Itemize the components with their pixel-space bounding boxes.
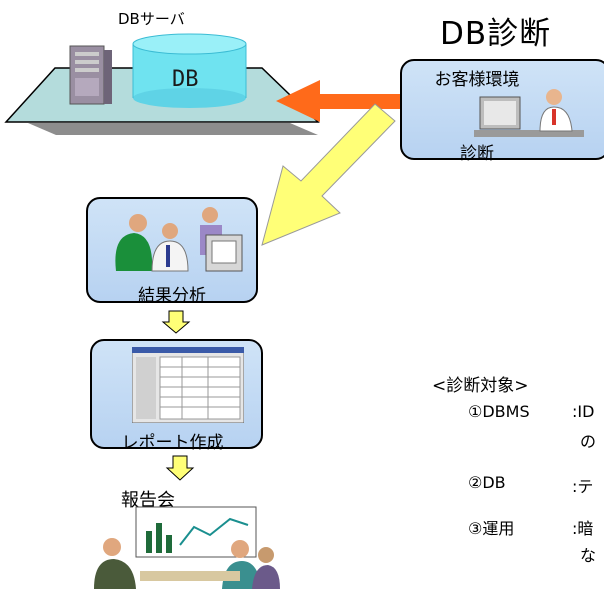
down-arrow-1 xyxy=(161,310,191,334)
report-document-illustration xyxy=(132,347,244,423)
target-1-desc-continuation: の xyxy=(580,432,597,451)
meeting-label: 報告会 xyxy=(121,490,175,511)
target-3-desc-continuation: な xyxy=(580,546,597,565)
db-server-label: DBサーバ xyxy=(118,10,185,28)
result-analysis-label: 結果分析 xyxy=(138,286,206,306)
diagnosis-targets-heading: <診断対象> xyxy=(432,376,529,396)
team-meeting-illustration xyxy=(115,207,243,272)
report-creation-box: レポート作成 xyxy=(90,339,263,453)
result-analysis-box: 結果分析 xyxy=(86,197,258,306)
db-cylinder xyxy=(132,33,247,108)
person-at-computer-illustration xyxy=(474,89,584,137)
server-icon xyxy=(69,45,112,105)
target-1-desc: :ID xyxy=(572,402,595,421)
yellow-diagonal-arrow xyxy=(261,103,396,246)
target-2-name: ②DB xyxy=(468,473,506,492)
customer-environment-label: お客様環境 xyxy=(434,70,520,90)
page-title: DB診断 xyxy=(440,16,552,52)
customer-environment-box: お客様環境 診断 xyxy=(400,59,604,164)
target-1-name: ①DBMS xyxy=(468,402,530,421)
target-3-name: ③運用 xyxy=(468,519,515,538)
diagnosis-label: 診断 xyxy=(460,144,494,164)
report-creation-label: レポート作成 xyxy=(121,433,224,453)
meeting-illustration xyxy=(94,506,280,589)
target-2-desc: :テ xyxy=(572,477,594,496)
db-label: DB xyxy=(172,67,199,92)
orange-arrow xyxy=(276,80,400,122)
target-3-desc: :暗 xyxy=(572,519,594,538)
down-arrow-2 xyxy=(165,455,195,481)
